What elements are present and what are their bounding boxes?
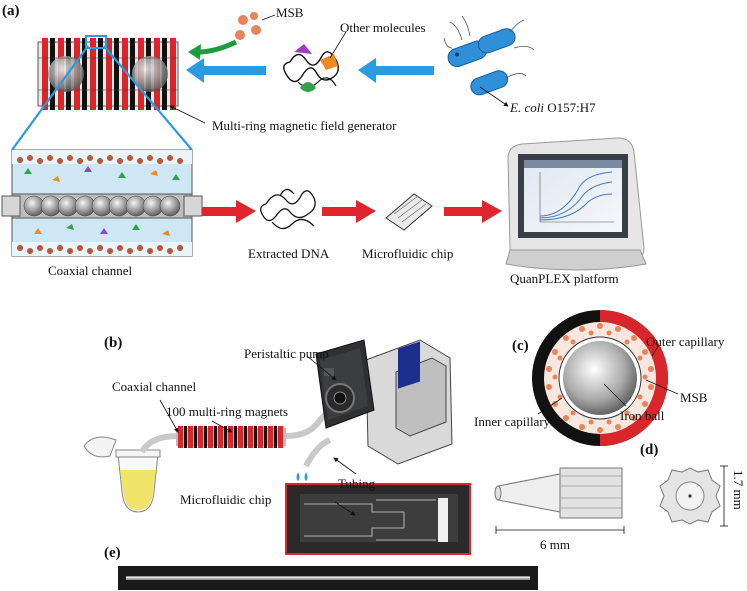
msb-particles-icon (235, 12, 261, 40)
panel-label-a: (a) (2, 3, 20, 19)
ecoli-bacteria-icon (443, 15, 535, 96)
label-ecoli: E. coli O157:H7 (510, 101, 596, 114)
label-other-molecules: Other molecules (340, 20, 426, 35)
cross-section-diagram (532, 310, 668, 446)
inlet-tubing (139, 433, 179, 454)
connector-side-view (494, 467, 623, 519)
panel-label-e: (e) (104, 545, 121, 561)
label-microfluidic-chip-b: Microfluidic chip (180, 492, 272, 507)
scale-bar-vertical (720, 465, 728, 527)
ecoli-leader-line (479, 86, 509, 107)
label-iron-ball: Iron ball (620, 408, 665, 423)
outer-leader-line (651, 345, 659, 357)
ball-leader-line (603, 383, 627, 407)
extracted-dna-icon (260, 188, 316, 230)
quanplex-device-icon (505, 137, 647, 271)
red-arrow-icon-3 (444, 200, 502, 223)
magnet-array-icon (176, 426, 286, 448)
label-msb-c: MSB (680, 390, 708, 405)
green-arrowhead-icon (188, 44, 201, 60)
zoom-line-left (11, 45, 89, 151)
inner-leader-line (537, 397, 563, 415)
label-outer-capillary: Outer capillary (646, 334, 725, 349)
panel-label-d: (d) (640, 442, 659, 458)
magnets-leader-line (211, 420, 233, 433)
label-multi-ring-magnets: 100 multi-ring magnets (166, 404, 289, 419)
zoom-line-right (103, 45, 193, 151)
coaxial-b-leader-line (159, 399, 179, 433)
label-peristaltic-pump: Peristaltic pump (244, 346, 329, 361)
label-coaxial-channel-a: Coaxial channel (48, 263, 133, 278)
sample-tube-icon (83, 436, 161, 513)
magnet-generator-icon (37, 35, 179, 110)
scale-bar-horizontal (495, 526, 625, 534)
coaxial-channel-diagram (1, 149, 203, 257)
blue-arrow-icon-1 (186, 58, 266, 83)
tubing-leader-line (333, 457, 357, 475)
label-quanplex: QuanPLEX platform (510, 271, 619, 286)
connector-end-view (659, 467, 721, 525)
droplet-icon (296, 472, 308, 481)
pump-leader-line (306, 355, 337, 381)
pump-inlet-tubing (285, 407, 333, 439)
peristaltic-pump-icon (315, 339, 453, 465)
outlet-tubing (303, 437, 332, 468)
red-arrow-icon-2 (322, 200, 376, 223)
label-tubing: Tubing (338, 476, 376, 491)
msb-leader-line (261, 14, 276, 21)
label-ecoli-strain: O157:H7 (543, 100, 596, 115)
blue-arrow-icon-2 (358, 58, 434, 83)
label-6mm: 6 mm (540, 537, 570, 552)
label-1-7mm: 1.7 mm (731, 470, 746, 510)
panel-label-c: (c) (512, 338, 529, 354)
label-ecoli-italic: E. coli (510, 100, 544, 115)
microfluidic-chip-photo (285, 483, 471, 555)
molecules-leader-line (329, 31, 347, 59)
label-generator: Multi-ring magnetic field generator (212, 118, 397, 133)
label-microfluidic-chip-a: Microfluidic chip (362, 246, 454, 261)
chip-b-leader-line (334, 501, 356, 516)
channel-photo (118, 566, 538, 590)
label-extracted-dna: Extracted DNA (248, 246, 330, 261)
green-arrow-icon (197, 39, 238, 55)
label-inner-capillary: Inner capillary (474, 414, 551, 429)
label-coaxial-channel-b: Coaxial channel (112, 379, 197, 394)
generator-leader-line (169, 105, 206, 124)
msb-c-leader-line (645, 379, 679, 395)
microfluidic-chip-icon (385, 193, 433, 231)
other-molecules-icon (283, 44, 339, 92)
red-arrow-icon-1 (202, 200, 256, 223)
label-msb: MSB (276, 5, 304, 20)
panel-label-b: (b) (104, 335, 123, 351)
